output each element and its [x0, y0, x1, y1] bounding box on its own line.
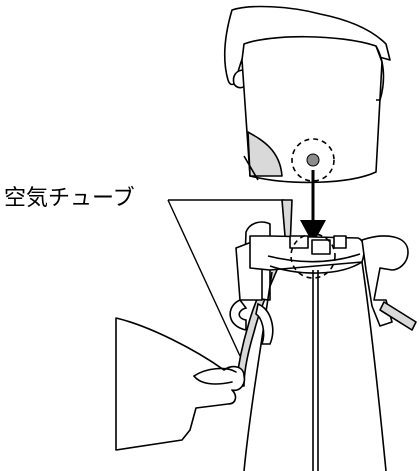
water-container: [241, 35, 385, 184]
side-tube: [229, 299, 274, 345]
down-arrow-icon: [300, 170, 326, 244]
base-unit: [235, 221, 417, 331]
dashed-circle-icon: [291, 138, 335, 182]
lower-hand: [115, 317, 246, 451]
callout-leaders: [167, 199, 284, 357]
air-tube-label: 空気チューブ: [4, 186, 135, 211]
dashed-circle-icon: [290, 233, 336, 279]
stand-pole: [243, 261, 387, 471]
